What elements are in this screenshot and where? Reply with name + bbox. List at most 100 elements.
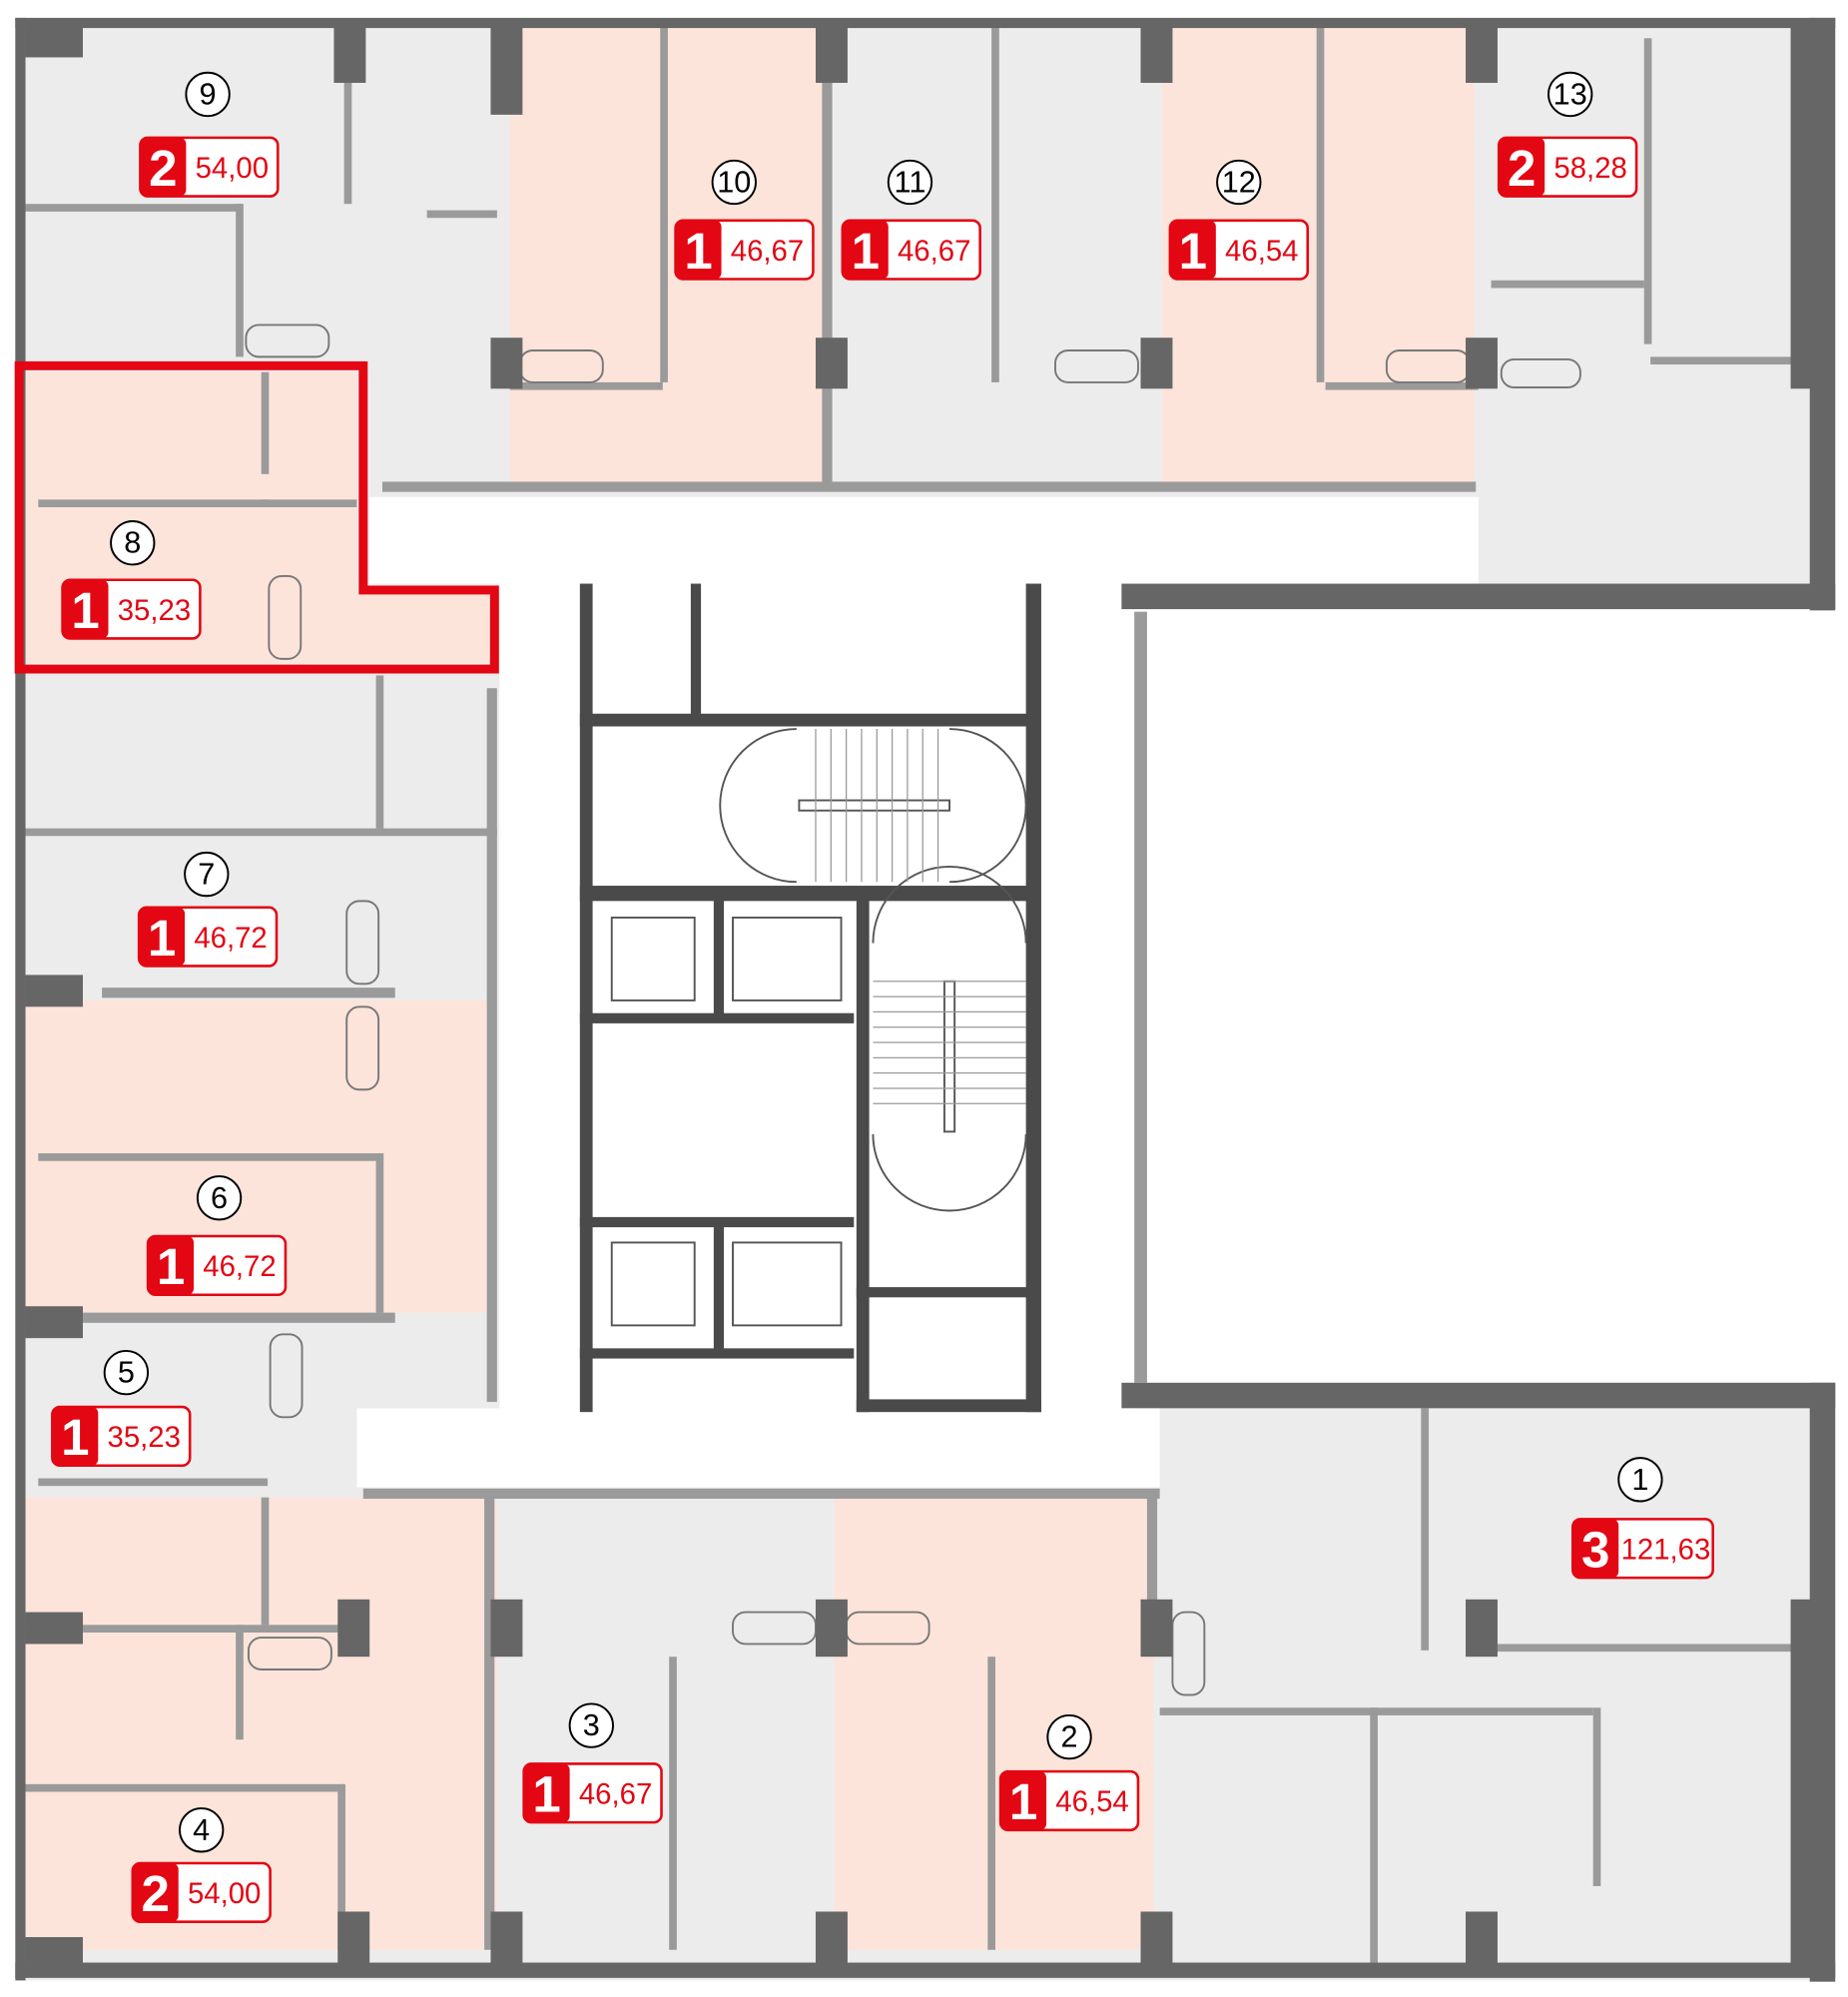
wall-segment (1146, 1491, 1158, 1613)
wall-segment (490, 1911, 523, 1969)
wall-segment (1121, 1382, 1836, 1409)
wall-segment (15, 1962, 1836, 1978)
room-count-badge (1169, 220, 1216, 280)
apartment-area: 54,00 (196, 152, 269, 185)
wall-segment (713, 892, 725, 1020)
wall-segment (815, 25, 848, 83)
wall-segment (25, 1625, 357, 1633)
apartment-number: 3 (583, 1708, 600, 1742)
room-count: 1 (1009, 1773, 1037, 1830)
corridor (369, 496, 1479, 584)
exterior-walls (15, 17, 1836, 1982)
wall-segment (333, 25, 366, 83)
wall-segment (1134, 611, 1147, 1383)
elevator-1 (610, 916, 696, 1001)
apartment-label-2[interactable]: 21 46,54 (998, 1713, 1140, 1832)
room-count: 1 (71, 582, 99, 639)
room-count: 1 (157, 1238, 185, 1295)
apartment-number: 12 (1222, 166, 1256, 200)
wall-segment (1140, 337, 1173, 389)
elevator-3 (610, 1241, 696, 1327)
wall-segment (1140, 25, 1173, 83)
wall-segment (1159, 1707, 1593, 1715)
wall-segment (25, 1783, 344, 1792)
wall-segment (1790, 25, 1823, 389)
wall-segment (660, 25, 668, 382)
wall-segment (1466, 337, 1498, 389)
room-count-badge (842, 220, 889, 280)
wall-segment (1121, 583, 1836, 610)
wall-segment (38, 499, 269, 507)
wall-segment (815, 1911, 848, 1969)
interior-walls (25, 25, 1804, 1963)
number-circle (103, 1349, 150, 1396)
room-count: 1 (1179, 223, 1207, 280)
wall-segment (15, 17, 1836, 29)
number-circle (185, 71, 231, 118)
room-count-badge (523, 1763, 570, 1823)
apartment-area: 121,63 (1621, 1534, 1711, 1567)
apartment-number: 7 (198, 858, 215, 892)
apartment-number: 10 (717, 166, 751, 200)
wall-segment (987, 1657, 995, 1950)
wall-segment (102, 988, 395, 998)
staircase-2 (872, 866, 1027, 1212)
bathtub (345, 1005, 380, 1091)
wall-segment (713, 1223, 725, 1351)
wall-segment (25, 25, 83, 58)
room-count-badge (139, 907, 186, 967)
apartment-area: 46,54 (1055, 1785, 1128, 1818)
wall-segment (1491, 280, 1644, 289)
room-count-badge (132, 1862, 179, 1922)
wall-segment (1485, 1644, 1804, 1653)
selected-apartment-outline[interactable] (14, 360, 499, 674)
apartment-area: 35,23 (108, 1421, 181, 1454)
apartment-number: 2 (1061, 1720, 1078, 1754)
apartment-number: 8 (124, 526, 141, 560)
room-count: 2 (1508, 140, 1536, 197)
room-count-badge (675, 220, 722, 280)
core-stair-elevators (579, 583, 1041, 1413)
wall-segment (1643, 38, 1652, 344)
wall-segment (484, 1491, 495, 1950)
wall-segment (25, 1312, 395, 1323)
room-count-badge (140, 137, 187, 197)
wall-segment (815, 1599, 848, 1658)
room-count-badge (1572, 1519, 1619, 1579)
apartment-area: 54,00 (188, 1877, 261, 1910)
wall-segment (261, 499, 357, 507)
number-circle (568, 1702, 614, 1748)
room-count: 1 (852, 223, 880, 280)
room-count: 1 (684, 223, 712, 280)
room-count-badge (1499, 137, 1545, 197)
wall-segment (486, 688, 497, 1402)
number-circle (1617, 1457, 1663, 1503)
wall-segment (1421, 1408, 1430, 1651)
wall-segment (426, 210, 497, 219)
wall-segment (1790, 1599, 1823, 1976)
wall-segment (1370, 1707, 1378, 1963)
wall-segment (25, 1937, 83, 1969)
apartment-number: 5 (118, 1356, 135, 1390)
wall-segment (25, 975, 83, 1007)
wall-segment (856, 892, 870, 1413)
wall-segment (236, 1625, 244, 1740)
number-circle (887, 159, 933, 206)
wall-segment (490, 25, 523, 115)
wall-segment (15, 17, 26, 1981)
wall-segment (490, 337, 523, 389)
wall-segment (1466, 1911, 1498, 1969)
